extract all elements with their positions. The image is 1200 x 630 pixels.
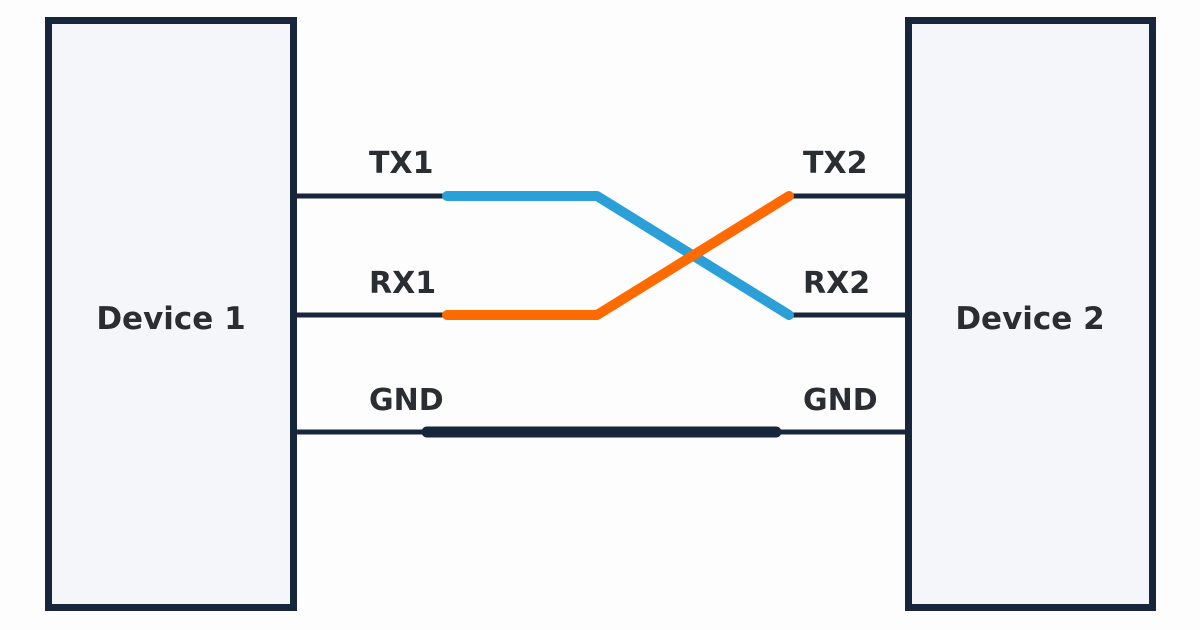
rx1-to-tx2-wire <box>442 191 794 320</box>
device-2-label: Device 2 <box>955 301 1104 337</box>
device-2-box <box>905 17 1156 611</box>
tx1-to-rx2-wire <box>442 191 794 320</box>
rx1-label: RX1 <box>369 266 436 301</box>
gnd1-label: GND <box>369 383 444 418</box>
device-1-box <box>45 17 297 611</box>
rx2-label: RX2 <box>803 266 870 301</box>
tx1-label: TX1 <box>369 146 433 181</box>
device-1-label: Device 1 <box>96 301 245 337</box>
tx2-label: TX2 <box>803 146 867 181</box>
gnd2-label: GND <box>803 383 878 418</box>
